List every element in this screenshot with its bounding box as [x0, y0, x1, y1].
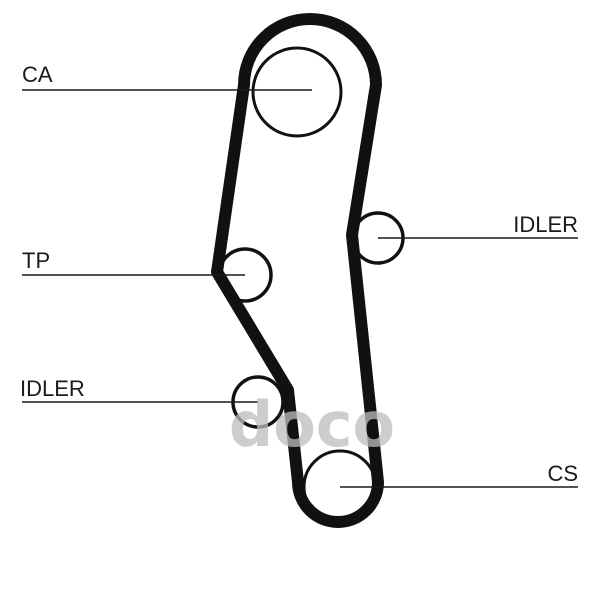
timing-belt	[211, 13, 384, 528]
label-idler-left: IDLER	[20, 376, 85, 401]
camshaft-pulley	[251, 46, 343, 138]
label-ca: CA	[22, 62, 53, 87]
label-cs: CS	[547, 461, 578, 486]
label-idler-right: IDLER	[513, 212, 578, 237]
watermark: doco	[229, 388, 395, 461]
label-tp: TP	[22, 248, 50, 273]
